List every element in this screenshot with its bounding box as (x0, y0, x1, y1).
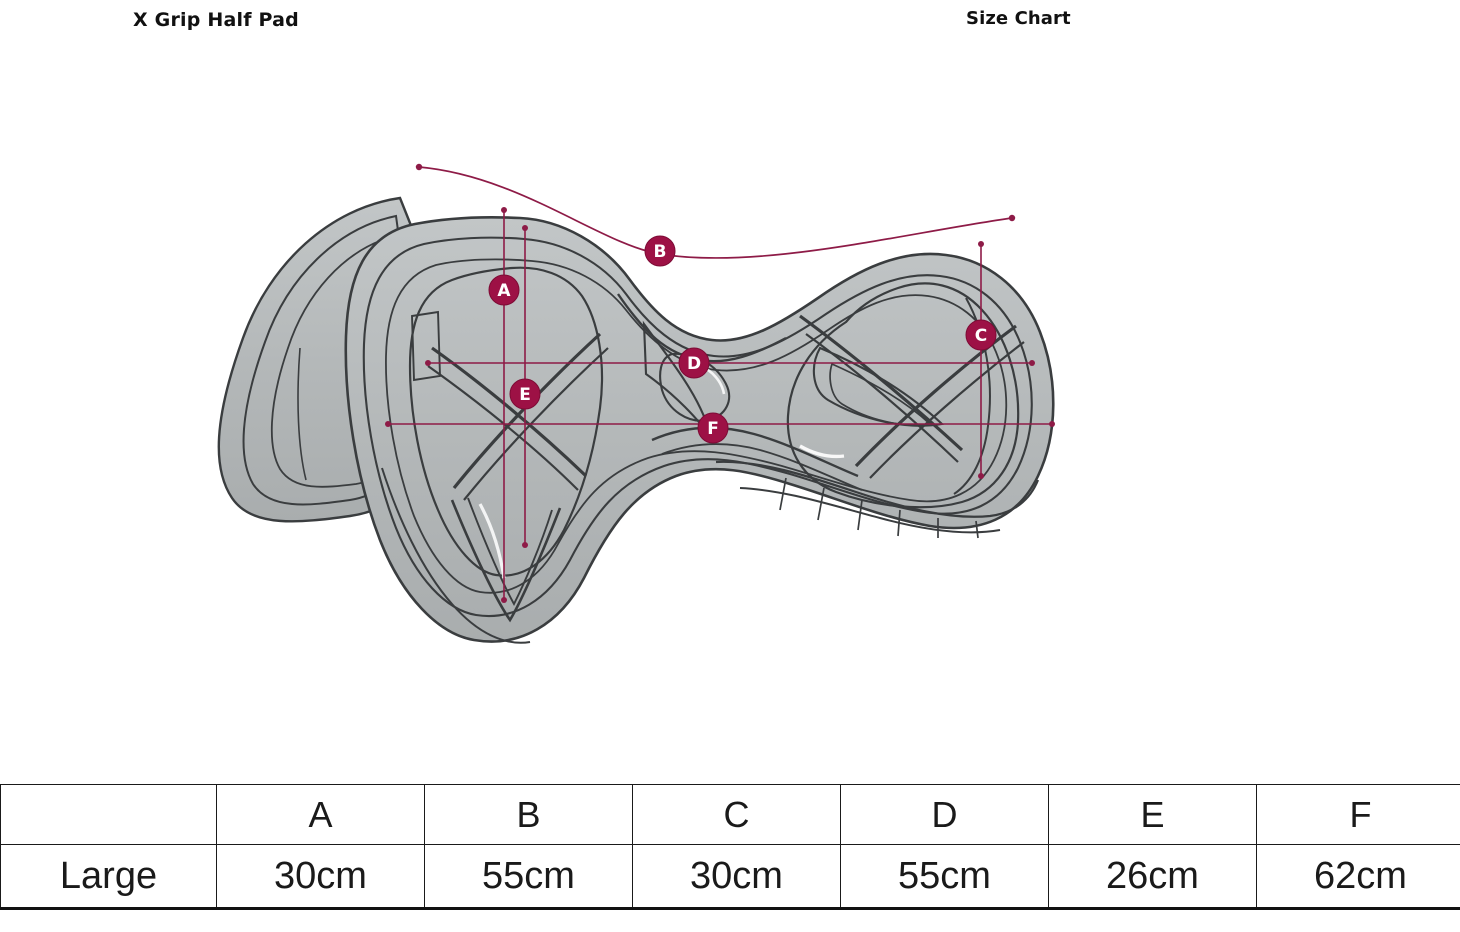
row-size-label: Large (0, 844, 217, 910)
column-header-f: F (1256, 784, 1460, 845)
pad-silhouette (217, 196, 1055, 644)
measure-endpoint-B-right (1008, 214, 1016, 222)
size-chart-table-container: A B C D E F Large 30cm 55cm 30cm 55cm 26… (0, 784, 1460, 910)
measure-endpoint-B-left (415, 163, 423, 171)
chart-title: Size Chart (966, 8, 1071, 29)
pad-left-v-stroke-inner (467, 497, 553, 607)
cell-measurement-e: 26cm (1048, 844, 1257, 910)
pad-left-white-streak (478, 503, 506, 579)
pad-diagram: A B C D E F (0, 48, 1460, 748)
pad-body-inner-1 (362, 236, 1033, 617)
measure-endpoint-A-top (501, 207, 507, 213)
measurement-markers: A B C D E F (488, 235, 997, 444)
marker-label-c: C (975, 326, 987, 346)
marker-E: E (509, 378, 541, 410)
marker-label-d: D (687, 354, 701, 374)
measure-endpoint-A-bottom (501, 597, 507, 603)
pad-left-panel-outer (408, 266, 604, 577)
column-header-d: D (840, 784, 1049, 845)
table-header-row: A B C D E F (0, 784, 1460, 845)
measure-endpoint-E-top (522, 225, 528, 231)
table-row: Large 30cm 55cm 30cm 55cm 26cm 62cm (0, 844, 1460, 910)
measure-endpoint-C-top (978, 241, 984, 247)
column-header-b: B (424, 784, 633, 845)
marker-label-f: F (707, 419, 719, 439)
pad-left-x-stroke-2b (463, 347, 609, 501)
pad-bottom-band (715, 460, 1040, 518)
column-header-e: E (1048, 784, 1257, 845)
marker-label-e: E (519, 385, 531, 405)
marker-F: F (697, 412, 729, 444)
pad-body-inner-2 (385, 258, 1008, 594)
measure-endpoint-F-left (385, 421, 391, 427)
marker-C: C (965, 319, 997, 351)
marker-label-b: B (654, 242, 667, 262)
pad-right-x-stroke-2b (869, 341, 1025, 479)
marker-D: D (678, 347, 710, 379)
pad-bottom-band-2 (739, 487, 1001, 534)
cell-measurement-d: 55cm (840, 844, 1049, 910)
header-bar: X Grip Half Pad Size Chart (0, 0, 1460, 48)
measure-endpoint-D-left (425, 360, 431, 366)
pad-center-lower-edge-2 (661, 443, 863, 491)
measure-endpoint-D-right (1029, 360, 1035, 366)
cell-measurement-b: 55cm (424, 844, 633, 910)
marker-B: B (644, 235, 676, 267)
pad-left-lower-band (381, 467, 531, 644)
marker-label-a: A (497, 281, 511, 301)
pad-right-x-stroke-1 (799, 314, 964, 452)
pad-flap-rear-edge (297, 347, 307, 481)
column-header-c: C (632, 784, 841, 845)
table-corner-cell (0, 784, 217, 845)
pad-bottom-ribs (779, 477, 979, 539)
pad-center-lower-edge (651, 426, 859, 478)
cell-measurement-a: 30cm (216, 844, 425, 910)
marker-A: A (488, 274, 520, 306)
pad-left-panel-notch (411, 310, 441, 382)
measure-endpoint-F-right (1049, 421, 1055, 427)
column-header-a: A (216, 784, 425, 845)
pad-right-x-stroke-2 (854, 324, 1017, 468)
cell-measurement-f: 62cm (1256, 844, 1460, 910)
cell-measurement-c: 30cm (632, 844, 841, 910)
measure-endpoint-E-bottom (522, 542, 528, 548)
pad-left-v-stroke (450, 499, 562, 623)
pad-right-x-stroke-1b (805, 333, 959, 463)
pad-left-x-stroke-1 (431, 346, 588, 478)
measure-endpoint-C-bottom (978, 473, 984, 479)
pad-center-white-streak (799, 444, 845, 459)
size-chart-table: A B C D E F Large 30cm 55cm 30cm 55cm 26… (0, 784, 1460, 910)
page-title: X Grip Half Pad (133, 9, 299, 31)
